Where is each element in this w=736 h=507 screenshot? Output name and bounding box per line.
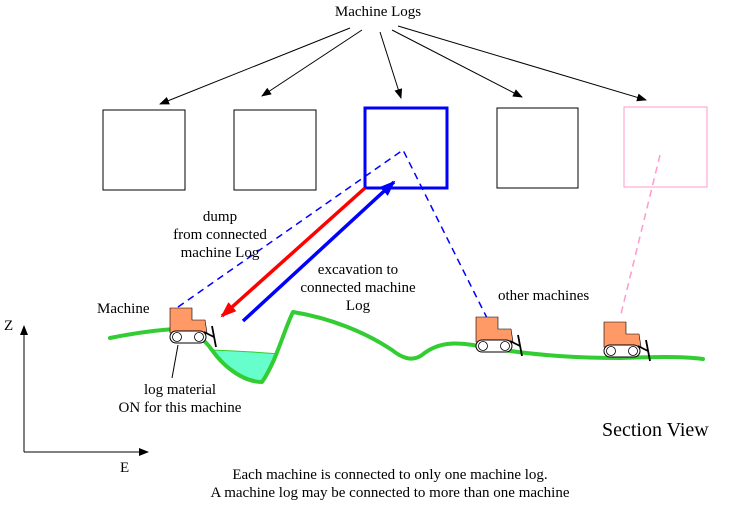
machine-log-box-1[interactable] bbox=[102, 109, 186, 191]
excavation-label-line2: connected machine bbox=[300, 280, 416, 296]
machine-label: Machine bbox=[97, 301, 150, 317]
machine-other-2[interactable] bbox=[603, 321, 651, 362]
dump-label-line1: dump bbox=[202, 209, 238, 225]
axis-e-label: E bbox=[120, 460, 130, 476]
machine-blade bbox=[203, 325, 217, 348]
machine-blade bbox=[509, 334, 523, 357]
diagram-title: Machine Logs bbox=[334, 4, 422, 20]
connection-dashed-selected bbox=[177, 148, 489, 321]
connection-notes: Each machine is connected to only one ma… bbox=[150, 466, 630, 502]
excavation-label: excavation to connected machine Log bbox=[278, 261, 438, 315]
fanout-arrow-4 bbox=[391, 29, 523, 98]
machine-blade bbox=[637, 339, 651, 362]
log-fanout-arrows bbox=[159, 25, 647, 105]
log-material-label-line1: log material bbox=[143, 382, 217, 398]
dump-label: dump from connected machine Log bbox=[150, 208, 290, 262]
machine-body bbox=[475, 316, 514, 343]
machine-body bbox=[603, 321, 642, 348]
excavation-label-line3: Log bbox=[345, 298, 371, 314]
machine-other-1[interactable] bbox=[475, 316, 523, 357]
axes bbox=[20, 325, 149, 456]
section-view-label: Section View bbox=[602, 419, 709, 441]
other-machines-label: other machines bbox=[498, 288, 590, 304]
dump-arrow bbox=[220, 186, 367, 318]
machine-log-box-selected[interactable] bbox=[363, 106, 449, 190]
log-material-label-line2: ON for this machine bbox=[118, 400, 242, 416]
excavation-arrow bbox=[241, 180, 396, 323]
machine-log-box-inactive[interactable] bbox=[623, 106, 708, 188]
note-line1: Each machine is connected to only one ma… bbox=[232, 467, 548, 483]
fanout-arrow-3 bbox=[379, 31, 403, 99]
fanout-arrow-2 bbox=[261, 29, 363, 97]
log-material-pointer bbox=[171, 344, 179, 379]
connection-dashed-inactive bbox=[619, 154, 661, 319]
log-material-label: log material ON for this machine bbox=[85, 381, 275, 417]
note-line2: A machine log may be connected to more t… bbox=[210, 485, 570, 501]
dump-label-line3: machine Log bbox=[180, 245, 260, 261]
dump-label-line2: from connected bbox=[173, 227, 267, 243]
fanout-arrow-1 bbox=[159, 27, 351, 105]
excavation-label-line1: excavation to bbox=[317, 262, 399, 278]
axis-z-label: Z bbox=[4, 318, 14, 334]
machine-connected[interactable] bbox=[169, 307, 217, 348]
fanout-arrow-5 bbox=[397, 25, 647, 102]
machine-log-box-4[interactable] bbox=[496, 107, 579, 189]
machine-log-box-2[interactable] bbox=[233, 109, 317, 191]
machine-body bbox=[169, 307, 208, 334]
